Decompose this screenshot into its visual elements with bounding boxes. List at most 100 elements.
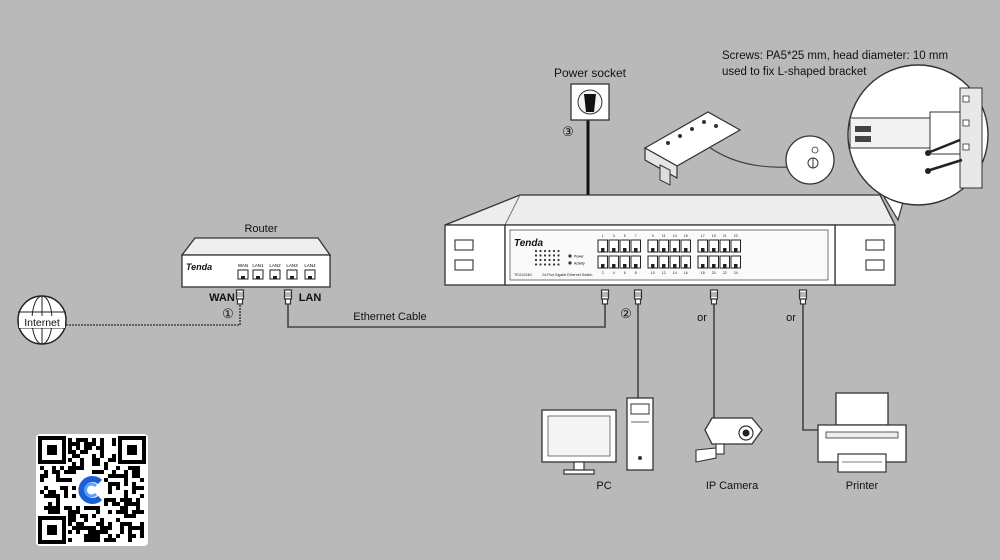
qr-module	[68, 522, 72, 526]
qr-module	[76, 510, 80, 514]
qr-module	[100, 438, 104, 442]
lan-ethernet-cable	[287, 303, 606, 328]
qr-module	[88, 506, 92, 510]
qr-module	[68, 438, 72, 442]
qr-module	[72, 466, 76, 470]
rj45-plug-icon	[709, 289, 719, 305]
qr-module	[108, 474, 112, 478]
qr-module	[68, 442, 72, 446]
qr-module	[96, 538, 100, 542]
qr-module	[92, 462, 96, 466]
switch-port-key	[601, 248, 605, 252]
qr-module	[104, 498, 108, 502]
qr-module	[84, 450, 88, 454]
qr-module	[108, 498, 112, 502]
port-led	[557, 254, 560, 257]
qr-module	[140, 530, 144, 534]
qr-module	[84, 506, 88, 510]
qr-module	[76, 454, 80, 458]
qr-module	[56, 474, 60, 478]
router-label: Router	[244, 223, 277, 235]
qr-module	[68, 514, 72, 518]
qr-module	[68, 470, 72, 474]
qr-module	[96, 522, 100, 526]
qr-module	[104, 462, 108, 466]
qr-module	[84, 526, 88, 530]
qr-module	[100, 446, 104, 450]
qr-module	[128, 466, 132, 470]
power-led-label: Power	[574, 255, 584, 259]
ip-camera-icon	[695, 417, 763, 463]
switch-port-number: 11	[662, 234, 666, 238]
qr-module	[124, 506, 128, 510]
qr-module	[40, 474, 44, 478]
qr-module	[52, 490, 56, 494]
qr-module	[112, 482, 116, 486]
switch-port-number: 2	[602, 271, 604, 275]
qr-module	[120, 498, 124, 502]
qr-module	[132, 514, 136, 518]
router-port-label-lan1: LAN1	[252, 263, 264, 268]
step-2-marker: ②	[620, 306, 632, 321]
internet-label: Internet	[24, 317, 60, 329]
printer-icon	[817, 392, 907, 473]
port-led	[548, 254, 551, 257]
qr-module	[116, 518, 120, 522]
qr-module	[80, 458, 84, 462]
qr-module	[136, 510, 140, 514]
switch-port-number: 4	[613, 271, 615, 275]
qr-module	[72, 510, 76, 514]
ethernet-cable-label: Ethernet Cable	[353, 311, 426, 323]
switch-port-number: 22	[723, 271, 727, 275]
qr-module	[76, 466, 80, 470]
qr-module	[100, 470, 104, 474]
qr-module	[136, 506, 140, 510]
qr-module	[40, 478, 44, 482]
port-led	[539, 258, 542, 262]
pc-icon	[541, 397, 654, 475]
qr-module	[68, 518, 72, 522]
qr-module	[60, 466, 64, 470]
switch-port-key	[601, 264, 605, 268]
switch-port-number: 13	[673, 234, 677, 238]
router-port-label-lan4: LAN4	[304, 263, 316, 268]
qr-module	[120, 506, 124, 510]
internet-cable	[66, 303, 241, 326]
qr-module	[72, 442, 76, 446]
qr-module	[112, 458, 116, 462]
port-led	[557, 249, 560, 253]
qr-module	[68, 530, 72, 534]
qr-module	[96, 470, 100, 474]
wan-label: WAN	[209, 292, 235, 304]
switch-port-key	[662, 248, 666, 252]
qr-module	[64, 478, 68, 482]
switch-port-key	[712, 264, 716, 268]
qr-module	[140, 494, 144, 498]
qr-module	[72, 518, 76, 522]
switch-port-key	[734, 248, 738, 252]
qr-module	[132, 486, 136, 490]
qr-module	[72, 454, 76, 458]
qr-module	[68, 538, 72, 542]
switch-port-key	[673, 264, 677, 268]
qr-module	[112, 474, 116, 478]
qr-module	[116, 482, 120, 486]
port-led	[552, 263, 556, 266]
qr-code-icon	[36, 434, 148, 546]
port-led	[552, 254, 556, 257]
qr-module	[72, 450, 76, 454]
port-led	[543, 263, 547, 266]
qr-module	[92, 458, 96, 462]
qr-module	[132, 490, 136, 494]
switch-port-key	[701, 264, 705, 268]
qr-module	[128, 530, 132, 534]
switch-port-number: 16	[684, 271, 688, 275]
qr-module	[76, 438, 80, 442]
qr-module	[92, 438, 96, 442]
qr-module	[100, 530, 104, 534]
qr-module	[128, 538, 132, 542]
qr-module	[84, 518, 88, 522]
qr-module	[48, 494, 52, 498]
